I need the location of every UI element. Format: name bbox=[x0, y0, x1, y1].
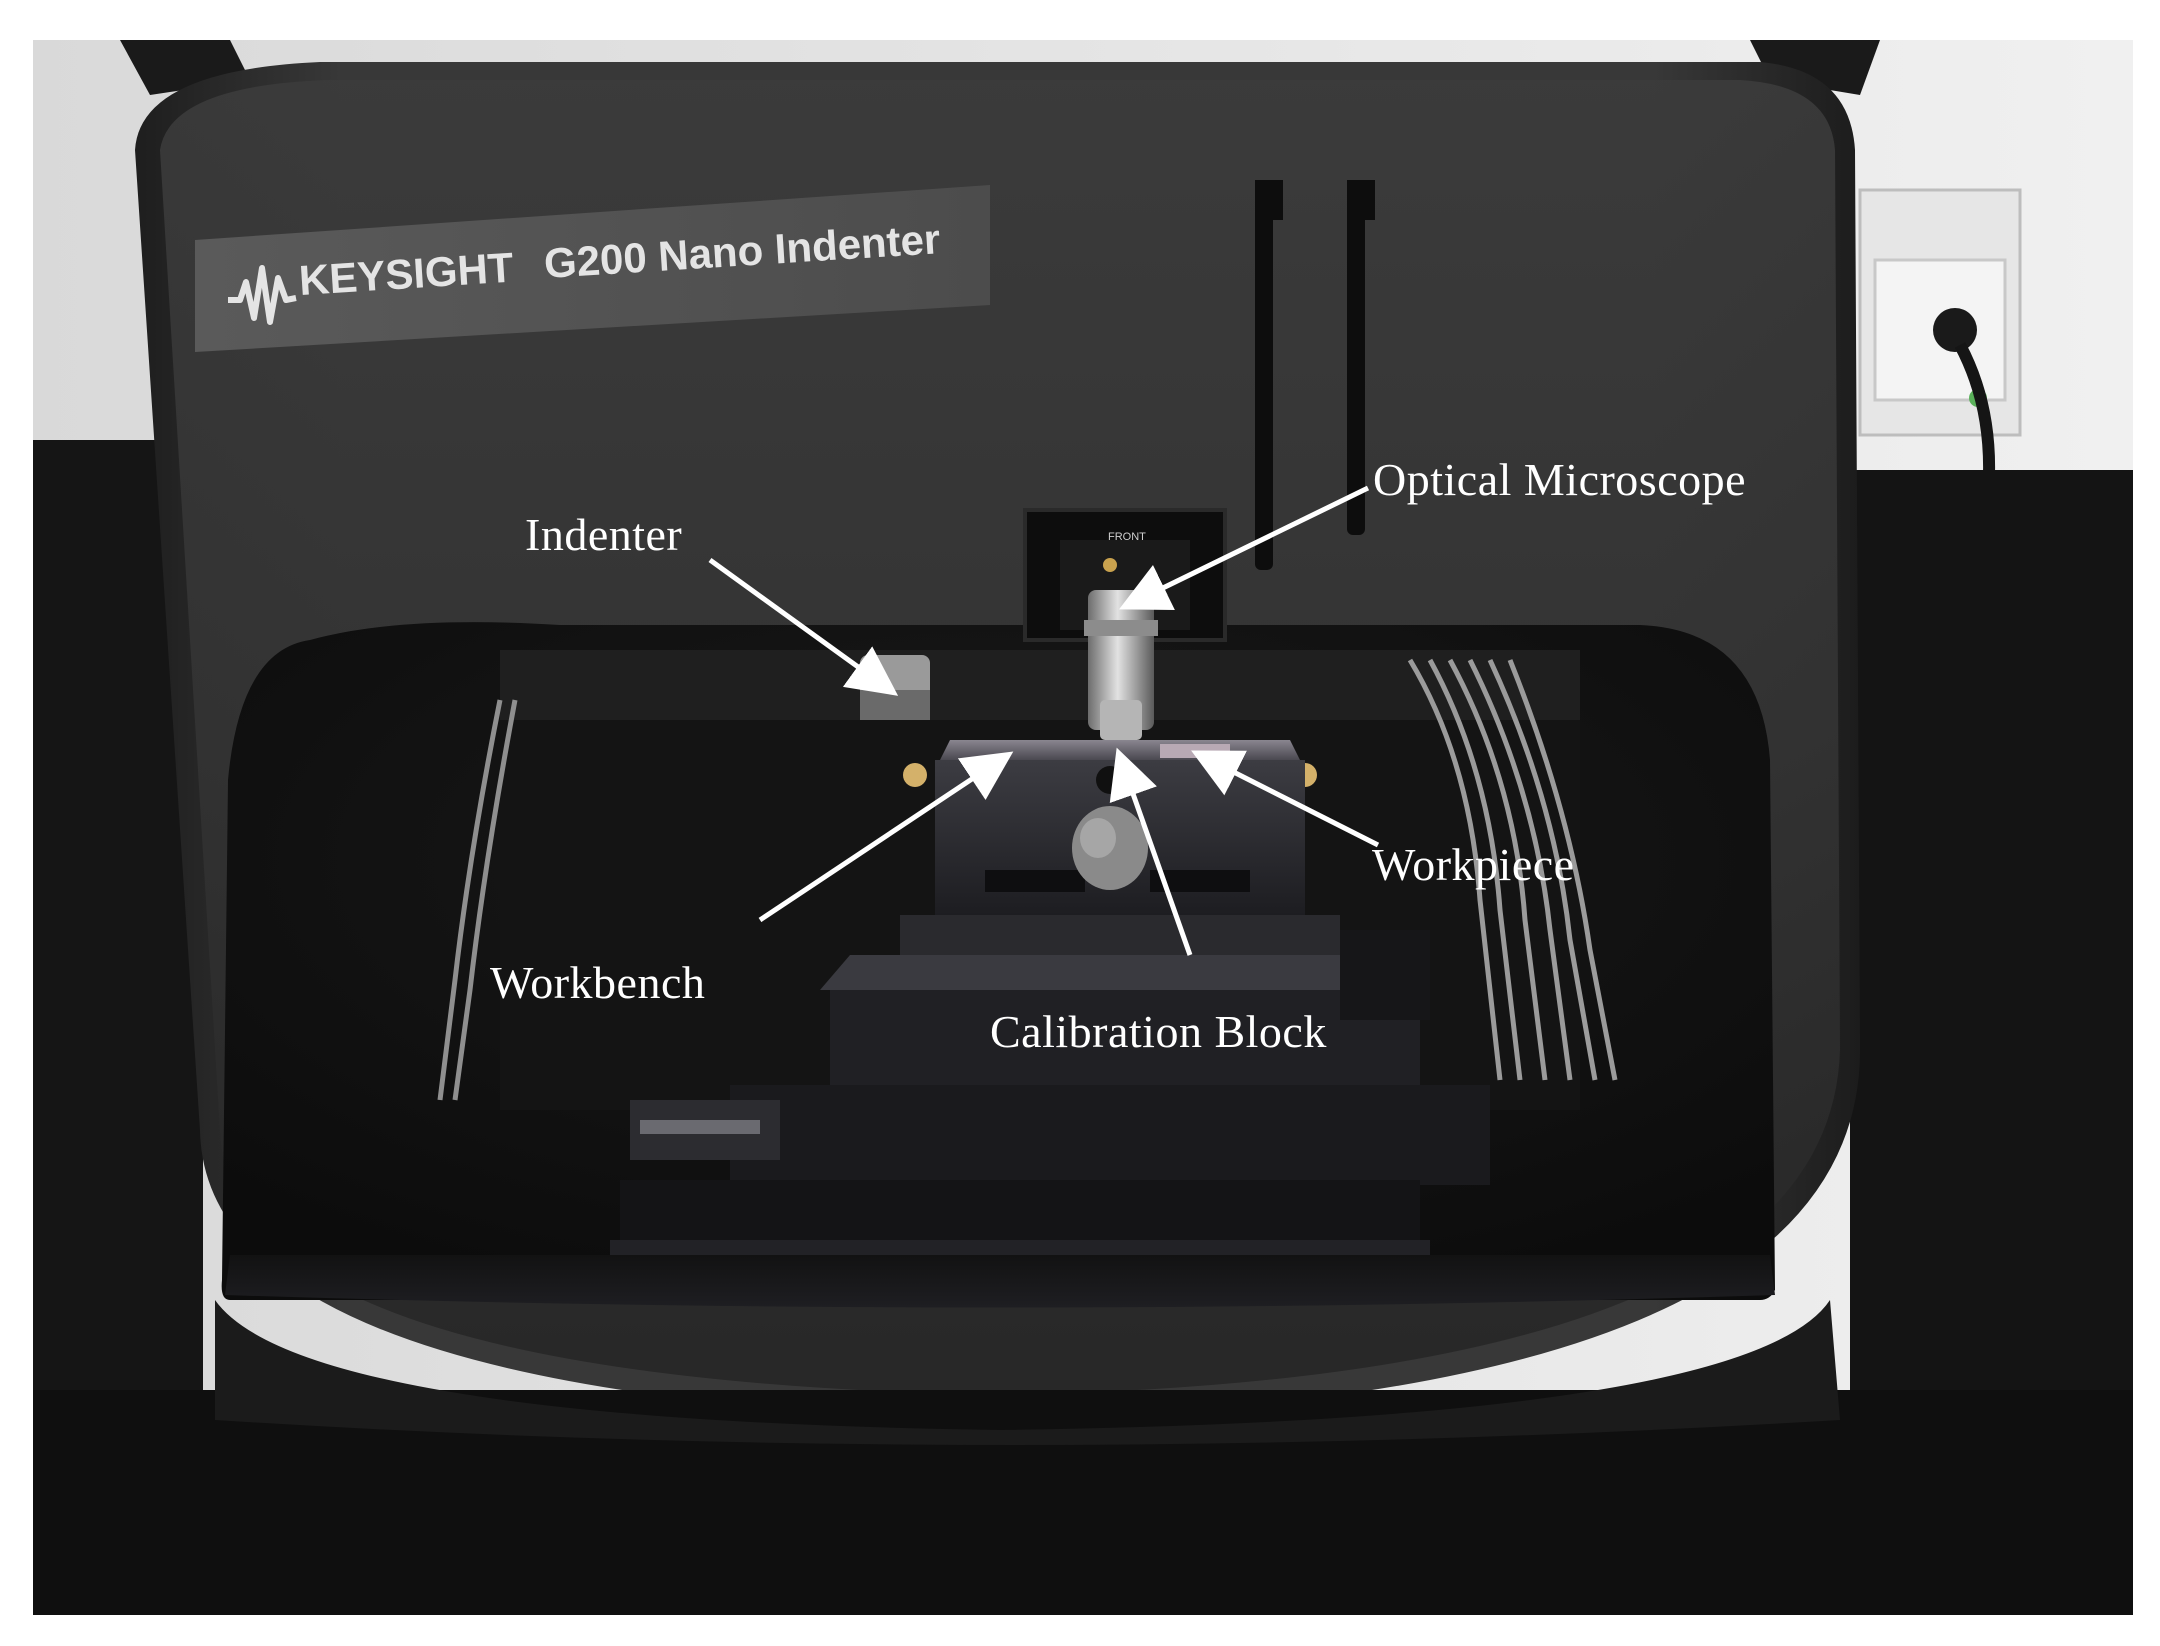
workbench-slot-left bbox=[985, 870, 1085, 892]
left-bench-light bbox=[903, 763, 927, 787]
head-light-icon bbox=[1103, 558, 1117, 572]
annotation-arrows bbox=[708, 485, 1380, 956]
workbench-slot-right bbox=[1150, 870, 1250, 892]
label-calibration-block: Calibration Block bbox=[990, 1006, 1327, 1057]
door-slot-right-top bbox=[1347, 180, 1375, 220]
label-optical-microscope: Optical Microscope bbox=[1373, 454, 1746, 505]
door-slot-right bbox=[1347, 180, 1365, 535]
objective-lens-tip bbox=[1100, 700, 1142, 740]
indenter-column-shade bbox=[860, 690, 930, 720]
workbench-screw-icon bbox=[1096, 766, 1124, 794]
stage-base-edge bbox=[610, 1240, 1430, 1255]
label-workbench: Workbench bbox=[490, 957, 705, 1008]
label-workpiece: Workpiece bbox=[1372, 839, 1575, 890]
stage-rail-highlight bbox=[640, 1120, 760, 1134]
cable-bundle-left bbox=[437, 699, 518, 1101]
stage-right-block bbox=[1340, 930, 1430, 1020]
chamber-floor bbox=[225, 1255, 1775, 1308]
stage-upper bbox=[900, 915, 1340, 960]
head-marking: FRONT bbox=[1108, 531, 1146, 543]
arrow-indenter bbox=[708, 557, 899, 696]
stage-lower bbox=[730, 1085, 1490, 1185]
arrow-optical-microscope bbox=[1119, 485, 1370, 610]
arrow-workbench bbox=[758, 751, 1014, 923]
objective-ring bbox=[1084, 620, 1158, 636]
arrow-calibration-block bbox=[1109, 747, 1193, 956]
calibration-knob-highlight bbox=[1080, 818, 1116, 858]
workpiece-sample bbox=[1160, 744, 1230, 758]
keysight-logo-icon bbox=[228, 265, 297, 325]
chamber-ceiling bbox=[500, 650, 1580, 720]
stage-platform bbox=[820, 955, 1425, 990]
door-slot-left-top bbox=[1255, 180, 1283, 220]
cable-bundle-right bbox=[1407, 658, 1618, 1081]
stage-base bbox=[620, 1180, 1420, 1250]
brand-plate bbox=[195, 185, 990, 352]
arrow-workpiece bbox=[1191, 750, 1380, 848]
photo-content: KEYSIGHT G200 Nano Indenter FRONT bbox=[33, 40, 2133, 1615]
label-indenter: Indenter bbox=[525, 509, 682, 560]
socket-plug-icon bbox=[1933, 308, 1977, 352]
door-slot-left bbox=[1255, 180, 1273, 570]
